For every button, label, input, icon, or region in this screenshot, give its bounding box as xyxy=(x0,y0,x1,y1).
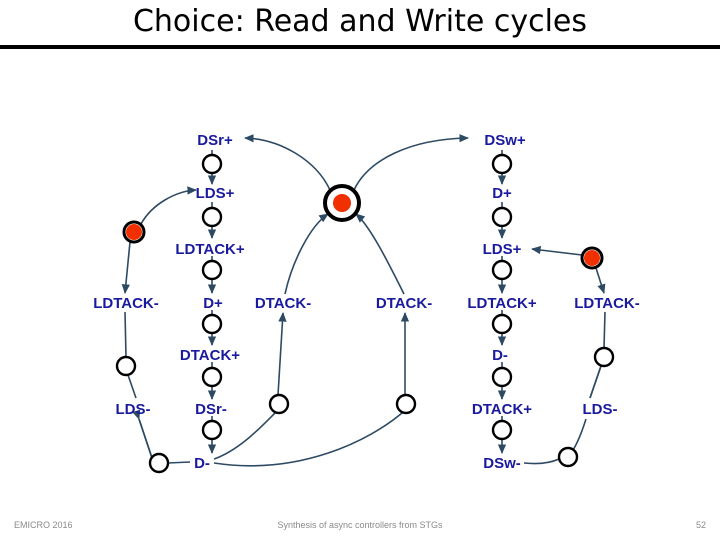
stg-arc xyxy=(213,412,276,460)
stg-arc xyxy=(132,409,153,459)
stg-arc xyxy=(523,458,560,465)
stg-arc xyxy=(353,133,469,191)
stg-transition-label: LDS- xyxy=(116,401,151,418)
place-circle xyxy=(201,313,223,335)
place-circle xyxy=(491,419,513,441)
stg-transition-label: LDTACK+ xyxy=(175,241,245,258)
stg-place-marked xyxy=(122,220,146,244)
place-circle xyxy=(201,259,223,281)
stg-transition-label: D+ xyxy=(492,185,512,202)
place-circle xyxy=(201,206,223,228)
place-circle xyxy=(593,346,615,368)
stg-transition-label: LDS+ xyxy=(483,241,522,258)
stg-place-marked xyxy=(580,246,604,270)
stg-transition-label: DTACK+ xyxy=(472,401,532,418)
stg-transition-label: DSw- xyxy=(483,455,521,472)
place-circle xyxy=(148,452,170,474)
stg-transition-label: LDS- xyxy=(583,401,618,418)
stg-transition-label: LDTACK- xyxy=(574,295,640,312)
stg-arc xyxy=(277,312,287,396)
stg-place xyxy=(115,355,137,377)
stg-place xyxy=(491,206,513,228)
stg-place xyxy=(491,153,513,175)
stg-transition-label: LDS+ xyxy=(196,185,235,202)
place-circle xyxy=(268,393,290,415)
footer-subject: Synthesis of async controllers from STGs xyxy=(277,520,443,530)
stg-place xyxy=(201,313,223,335)
stg-place xyxy=(491,259,513,281)
place-token xyxy=(584,250,600,266)
stg-arc xyxy=(284,213,329,295)
stg-place xyxy=(268,393,290,415)
stg-transition-label: D- xyxy=(492,347,508,364)
stg-arc xyxy=(589,356,608,399)
stg-arc xyxy=(531,245,583,256)
place-circle xyxy=(115,355,137,377)
stg-place-marked xyxy=(323,184,361,222)
place-circle xyxy=(557,446,579,468)
stg-transition-label: DTACK+ xyxy=(180,347,240,364)
stg-transition-label: DSr+ xyxy=(197,132,233,149)
stg-place xyxy=(201,259,223,281)
place-token xyxy=(126,224,142,240)
stg-arc xyxy=(244,134,331,191)
stg-place xyxy=(557,446,579,468)
title-divider xyxy=(0,45,720,49)
stg-transition-label: DSw+ xyxy=(484,132,526,149)
transition-layer: DSr+ LDS+ LDTACK+ D+ DTACK+ DSr- D- LDTACK- LDS-… xyxy=(93,132,640,472)
stg-arc xyxy=(603,311,606,349)
place-token xyxy=(333,194,351,212)
stg-arc xyxy=(355,213,405,295)
stg-arc xyxy=(121,241,131,294)
place-circle xyxy=(201,366,223,388)
stg-place xyxy=(201,366,223,388)
footer-page-number: 52 xyxy=(695,520,706,530)
stg-transition-label: DTACK- xyxy=(255,295,311,312)
place-circle xyxy=(491,313,513,335)
stg-arc xyxy=(595,267,606,294)
place-circle xyxy=(395,393,417,415)
stg-place xyxy=(201,419,223,441)
stg-arc xyxy=(127,374,137,399)
stg-place xyxy=(491,366,513,388)
place-circle xyxy=(491,206,513,228)
place-circle xyxy=(201,153,223,175)
stg-transition-label: D+ xyxy=(203,295,223,312)
stg-transition-label: DTACK- xyxy=(376,295,432,312)
stg-transition-label: DSr- xyxy=(195,401,227,418)
stg-place xyxy=(491,419,513,441)
page-title: Choice: Read and Write cycles xyxy=(132,4,588,39)
stg-place xyxy=(148,452,170,474)
stg-place xyxy=(201,153,223,175)
stg-place xyxy=(201,206,223,228)
footer-conference: EMICRO 2016 xyxy=(14,520,73,530)
place-circle xyxy=(491,259,513,281)
place-circle xyxy=(491,153,513,175)
stg-arc xyxy=(140,186,197,225)
stg-arc xyxy=(124,311,127,358)
stg-arc xyxy=(167,461,191,464)
stg-transition-label: D- xyxy=(194,455,210,472)
stg-transition-label: LDTACK+ xyxy=(467,295,537,312)
stg-place xyxy=(593,346,615,368)
place-circle xyxy=(201,419,223,441)
place-circle xyxy=(491,366,513,388)
stg-transition-label: LDTACK- xyxy=(93,295,159,312)
stg-place xyxy=(491,313,513,335)
stg-place xyxy=(395,393,417,415)
stg-arc xyxy=(213,412,403,467)
stg-arc xyxy=(570,418,587,453)
place-layer xyxy=(115,153,615,474)
stg-diagram: DSr+ LDS+ LDTACK+ D+ DTACK+ DSr- D- LDTACK- LDS-… xyxy=(93,132,640,474)
